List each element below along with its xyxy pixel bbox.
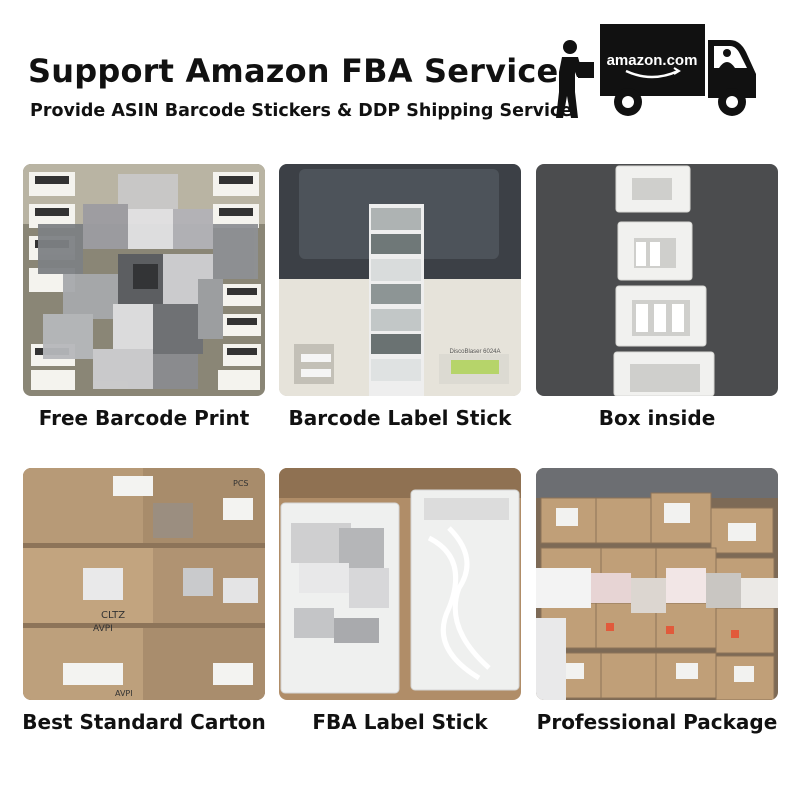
- printer-model-label: DiscoBlaser 6024A: [449, 349, 500, 355]
- carton-handwriting-3: AVPI: [115, 689, 133, 698]
- labeled-pouches-photo: [279, 468, 521, 700]
- tile-box-inside: [536, 164, 778, 396]
- tile-best-standard-carton: CLTZ AVPI AVPI PCS: [23, 468, 265, 700]
- caption-free-barcode-print: Free Barcode Print: [38, 406, 250, 430]
- amazon-smile-icon: [625, 69, 679, 79]
- caption-professional-package: Professional Package: [536, 710, 778, 734]
- truck-wheels: [614, 88, 746, 116]
- caption-fba-label-stick: FBA Label Stick: [312, 710, 488, 734]
- caption-best-standard-carton: Best Standard Carton: [22, 710, 266, 734]
- stacked-cartons-photo: CLTZ AVPI AVPI PCS: [23, 468, 265, 700]
- amazon-logo-text: amazon.com: [607, 52, 698, 69]
- printer-display: [451, 360, 499, 374]
- page-title: Support Amazon FBA Service: [28, 52, 559, 90]
- packaged-items-photo: [536, 164, 778, 396]
- tile-barcode-label-stick: DiscoBlaser 6024A: [279, 164, 521, 396]
- tile-professional-package: [536, 468, 778, 700]
- carton-side-text: PCS: [233, 479, 249, 488]
- tile-free-barcode-print: [23, 164, 265, 396]
- delivery-person-icon: [556, 40, 594, 118]
- label-printer-photo: DiscoBlaser 6024A: [279, 164, 521, 396]
- carton-handwriting-2: AVPI: [93, 624, 113, 634]
- barcode-stickers-photo: [23, 164, 265, 396]
- carton-handwriting-1: CLTZ: [101, 610, 125, 621]
- truck-cargo: [600, 24, 705, 96]
- packaged-cartons-warehouse-photo: [536, 468, 778, 700]
- delivery-truck-icon: amazon.com: [556, 24, 756, 118]
- caption-box-inside: Box inside: [598, 406, 716, 430]
- caption-barcode-label-stick: Barcode Label Stick: [288, 406, 512, 430]
- tile-fba-label-stick: [279, 468, 521, 700]
- page-subtitle: Provide ASIN Barcode Stickers & DDP Ship…: [30, 101, 573, 121]
